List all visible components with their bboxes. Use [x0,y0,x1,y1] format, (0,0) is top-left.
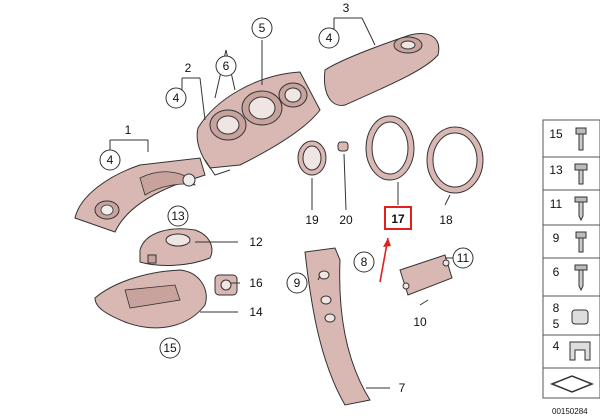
sidebar-item-5: 5 [553,317,560,331]
diagram-code: 00150284 [552,407,588,416]
highlight-arrow [379,237,391,283]
svg-text:4: 4 [107,153,114,167]
hardware-sidebar: 15 13 11 9 6 8 5 4 [542,119,600,399]
svg-text:17: 17 [391,212,405,226]
sidebar-item-13: 13 [549,163,563,177]
label-1: 1 [125,123,132,137]
part-7-pillar-trim [304,247,371,406]
label-10: 10 [413,315,427,329]
part-10-bracket [399,254,453,296]
svg-text:13: 13 [171,209,185,223]
callout-17-highlight: 17 [384,206,412,230]
label-18: 18 [439,213,453,227]
callout-9: 9 [286,272,308,294]
svg-text:11: 11 [457,251,470,265]
svg-text:4: 4 [173,91,180,105]
part-17-ring [365,115,415,181]
part-18-large-ring [426,126,484,194]
sidebar-item-4: 4 [553,339,560,353]
callout-13: 13 [167,205,189,227]
label-12: 12 [249,235,263,249]
callout-8: 8 [353,251,375,273]
part-19-sleeve [297,140,327,176]
callout-5: 5 [251,17,273,39]
svg-text:8: 8 [361,255,368,269]
svg-text:15: 15 [163,341,177,355]
svg-text:9: 9 [294,276,301,290]
part-3-upper-trim [323,33,440,106]
label-7: 7 [399,381,406,395]
part-16-switch [214,274,238,296]
svg-text:6: 6 [223,59,230,73]
sidebar-item-9: 9 [553,231,560,245]
label-14: 14 [249,305,263,319]
mirror-symbol-icon [549,375,595,393]
sidebar-item-15: 15 [549,127,563,141]
label-16: 16 [249,276,263,290]
svg-text:5: 5 [259,21,266,35]
part-14-lower-shroud [94,269,207,329]
label-2: 2 [185,61,192,75]
sidebar-item-11: 11 [550,197,563,211]
callout-4a: 4 [99,149,121,171]
sidebar-item-6: 6 [553,265,560,279]
callout-15: 15 [159,337,181,359]
svg-text:4: 4 [326,31,333,45]
part-1-trim-panel [74,157,206,233]
label-3: 3 [343,1,350,15]
callout-4c: 4 [318,27,340,49]
part-20-clip [337,141,349,152]
sidebar-item-8: 8 [553,301,560,315]
callout-11: 11 [452,247,474,269]
part-12-upper-shroud [139,228,213,266]
callout-6: 6 [215,55,237,77]
callout-4b: 4 [165,87,187,109]
part-5-cluster-housing [196,71,321,176]
label-19: 19 [305,213,319,227]
label-20: 20 [339,213,353,227]
